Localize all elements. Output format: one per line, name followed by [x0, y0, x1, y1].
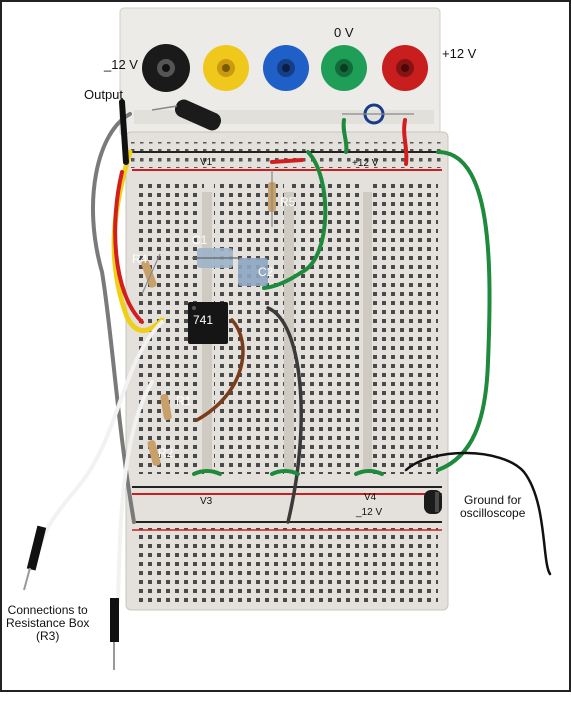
- wire-white: [38, 320, 164, 549]
- photo-frame: _12 V 0 V +12 V Output R4 C1 C2 R5 741 R…: [0, 0, 571, 692]
- wire-green-j2: [270, 469, 300, 476]
- label-c2: C2: [258, 265, 274, 279]
- wire-white-2: [116, 380, 154, 604]
- wire-red-left: [113, 170, 144, 324]
- wire-red-r5: [270, 158, 304, 164]
- wire-output-lead: [119, 99, 129, 165]
- capacitor-bottom-right: [424, 490, 442, 514]
- terminal-label-minus12: _12 V: [104, 57, 138, 72]
- wire-green-j1: [192, 469, 222, 476]
- resistor-r4: [141, 253, 161, 295]
- output-label: Output: [84, 87, 124, 102]
- label-rail-minus12: _12 V: [356, 507, 383, 518]
- binding-post-yellow: [203, 45, 249, 91]
- terminal-label-0v: 0 V: [334, 25, 354, 40]
- capacitor-top: [151, 99, 222, 131]
- binding-post-blue: [263, 45, 309, 91]
- binding-post-black: [142, 44, 190, 92]
- resistor-r1: [160, 393, 172, 421]
- label-r1: R1: [176, 394, 192, 408]
- wire-brown: [195, 318, 245, 422]
- wire-dark: [266, 306, 303, 524]
- ic-741: [188, 302, 228, 344]
- connections-callout: Connections to Resistance Box (R3): [6, 603, 90, 644]
- capacitor-blue-ring: [342, 103, 414, 125]
- capacitor-c1: [192, 248, 242, 268]
- label-c1: C1: [192, 233, 208, 247]
- capacitor-c2: [238, 258, 268, 286]
- resistor-r5: [268, 170, 276, 227]
- breadboard-photo: [2, 2, 569, 690]
- terminal-label-plus12: +12 V: [442, 46, 477, 61]
- label-rail-plus12: +12 V: [352, 158, 379, 169]
- label-741: 741: [193, 313, 214, 327]
- wire-green-j3: [354, 469, 384, 476]
- wire-ground: [404, 451, 552, 576]
- wire-green-top: [341, 118, 349, 154]
- wire-gray: [91, 112, 136, 524]
- ground-callout: Ground for oscilloscope: [460, 493, 526, 521]
- binding-post-red: [382, 45, 428, 91]
- label-r2: R2: [158, 446, 174, 460]
- resistor-r2: [147, 440, 161, 466]
- wires: [38, 99, 552, 604]
- wire-green-right: [436, 150, 492, 472]
- wire-green-c2: [262, 150, 328, 290]
- breadboard: [125, 131, 449, 611]
- probe-leads: [23, 525, 119, 670]
- label-r4: R4: [132, 252, 148, 266]
- label-v4: V4: [364, 492, 377, 503]
- binding-post-green: [321, 45, 367, 91]
- wire-red-top: [402, 118, 409, 166]
- label-r5: R5: [280, 195, 296, 209]
- label-v3: V3: [200, 496, 213, 507]
- label-v1: V1: [200, 157, 213, 168]
